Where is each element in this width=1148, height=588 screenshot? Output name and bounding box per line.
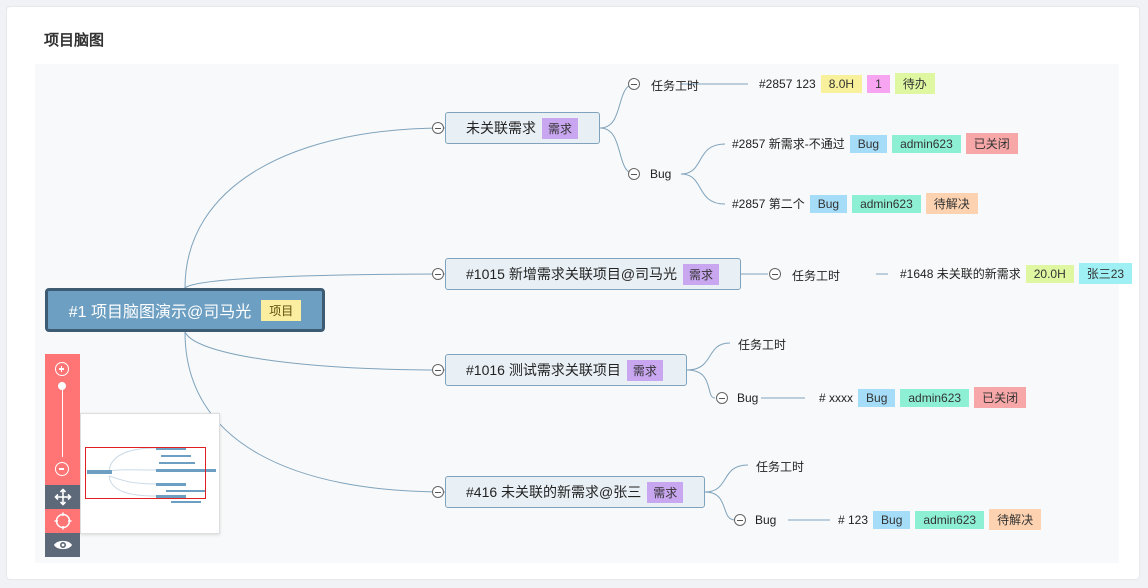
bug-chip: Bug bbox=[809, 194, 848, 213]
collapse-minus-icon[interactable] bbox=[432, 268, 444, 280]
collapse-minus-icon[interactable] bbox=[628, 78, 640, 90]
collapse-minus-icon[interactable] bbox=[628, 168, 640, 180]
user-chip: admin623 bbox=[892, 134, 961, 153]
leaf-bug-123[interactable]: # 123 Bug admin623 待解决 bbox=[838, 509, 1042, 530]
task-hours-label: 任务工时 bbox=[651, 79, 700, 93]
eye-icon bbox=[53, 540, 72, 550]
minus-circle-icon[interactable] bbox=[55, 462, 69, 476]
status-chip: 已关闭 bbox=[974, 387, 1027, 408]
bug-chip: Bug bbox=[849, 134, 888, 153]
status-chip: 待办 bbox=[894, 73, 935, 94]
requirement-tag: 需求 bbox=[542, 117, 579, 139]
leaf-task-1648[interactable]: #1648 未关联的新需求 20.0H 张三23 bbox=[900, 263, 1133, 284]
requirement-tag: 需求 bbox=[683, 263, 720, 285]
leaf-bug-xxxx[interactable]: # xxxx Bug admin623 已关闭 bbox=[819, 387, 1027, 408]
node-label: #416 未关联的新需求@张三 bbox=[466, 484, 642, 500]
move-arrows-icon bbox=[53, 488, 72, 506]
center-button[interactable] bbox=[45, 509, 80, 533]
requirement-tag: 需求 bbox=[647, 481, 684, 503]
leaf-text: #1648 未关联的新需求 bbox=[900, 267, 1021, 281]
root-node[interactable]: #1 项目脑图演示@司马光 项目 bbox=[45, 288, 325, 332]
collapse-minus-icon[interactable] bbox=[734, 514, 746, 526]
collapse-minus-icon[interactable] bbox=[432, 364, 444, 376]
leaf-bug-2857-second[interactable]: #2857 第二个 Bug admin623 待解决 bbox=[732, 193, 978, 214]
zoom-slider-track[interactable] bbox=[62, 382, 63, 457]
count-chip: 1 bbox=[867, 74, 890, 93]
leaf-text: #2857 第二个 bbox=[732, 197, 805, 211]
collapse-minus-icon[interactable] bbox=[432, 122, 444, 134]
card-title: 项目脑图 bbox=[44, 32, 105, 49]
hours-chip: 8.0H bbox=[820, 74, 863, 93]
move-button[interactable] bbox=[45, 485, 80, 509]
toggle-minimap-button[interactable] bbox=[45, 533, 80, 557]
project-tag: 项目 bbox=[261, 299, 302, 321]
node-1015-requirement[interactable]: #1015 新增需求关联项目@司马光 需求 bbox=[445, 258, 741, 290]
mindmap-toolbar bbox=[45, 354, 80, 557]
mindmap-canvas[interactable]: #1 项目脑图演示@司马光 项目 未关联需求 需求 任务工时 Bug #2857… bbox=[35, 64, 1133, 563]
user-chip: admin623 bbox=[915, 510, 985, 529]
collapse-minus-icon[interactable] bbox=[769, 268, 781, 280]
node-unlinked-requirement[interactable]: 未关联需求 需求 bbox=[445, 112, 600, 144]
user-chip: admin623 bbox=[852, 194, 921, 213]
zoom-control bbox=[45, 354, 80, 485]
collapse-minus-icon[interactable] bbox=[432, 486, 444, 498]
status-chip: 已关闭 bbox=[965, 133, 1018, 154]
zoom-slider-handle[interactable] bbox=[58, 382, 66, 390]
status-chip: 待解决 bbox=[989, 509, 1042, 530]
bug-label: Bug bbox=[737, 391, 759, 405]
bug-chip: Bug bbox=[873, 510, 911, 529]
leaf-text: # 123 bbox=[838, 512, 869, 527]
leaf-text: # xxxx bbox=[819, 390, 854, 405]
hours-chip: 20.0H bbox=[1025, 264, 1074, 283]
node-label: 未关联需求 bbox=[466, 120, 536, 136]
collapse-minus-icon[interactable] bbox=[716, 392, 728, 404]
node-416-requirement[interactable]: #416 未关联的新需求@张三 需求 bbox=[445, 476, 705, 508]
user-chip: admin623 bbox=[900, 388, 970, 407]
leaf-text: #2857 123 bbox=[759, 76, 816, 91]
leaf-task-2857-123[interactable]: #2857 123 8.0H 1 待办 bbox=[759, 73, 935, 94]
node-1016-requirement[interactable]: #1016 测试需求关联项目 需求 bbox=[445, 354, 687, 386]
leaf-text: #2857 新需求-不通过 bbox=[732, 137, 845, 151]
bug-label: Bug bbox=[755, 513, 777, 527]
node-label: #1016 测试需求关联项目 bbox=[466, 362, 621, 378]
node-label: #1015 新增需求关联项目@司马光 bbox=[466, 266, 678, 282]
root-label: #1 项目脑图演示@司马光 bbox=[68, 304, 252, 321]
status-chip: 待解决 bbox=[925, 193, 978, 214]
connector-lines bbox=[184, 83, 888, 521]
task-hours-label: 任务工时 bbox=[738, 338, 787, 352]
plus-circle-icon[interactable] bbox=[55, 362, 69, 376]
task-hours-label: 任务工时 bbox=[756, 460, 805, 474]
user-chip: 张三23 bbox=[1078, 263, 1133, 284]
bug-label: Bug bbox=[650, 167, 672, 181]
leaf-bug-2857-rejected[interactable]: #2857 新需求-不通过 Bug admin623 已关闭 bbox=[732, 133, 1018, 154]
requirement-tag: 需求 bbox=[626, 359, 663, 381]
bug-chip: Bug bbox=[858, 388, 896, 407]
target-icon bbox=[54, 512, 71, 530]
task-hours-label: 任务工时 bbox=[792, 269, 841, 283]
minimap[interactable] bbox=[80, 413, 220, 534]
minimap-viewport[interactable] bbox=[85, 447, 206, 499]
minimap-preview bbox=[87, 447, 216, 503]
